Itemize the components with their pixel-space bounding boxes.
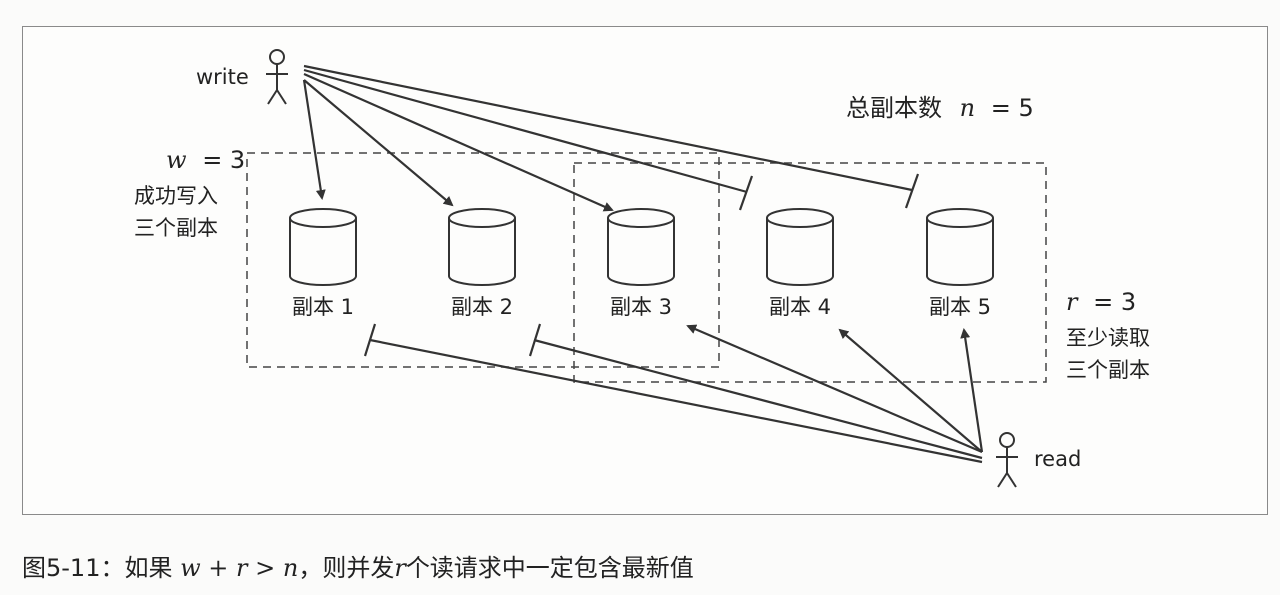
r-var: r	[1066, 288, 1079, 316]
replica-label: 副本 3	[610, 295, 672, 319]
read-arrow-replica-3	[686, 324, 983, 454]
read-arrow-replica-5	[960, 328, 984, 453]
write-quorum-desc-line1: 成功写入	[134, 184, 218, 208]
caption-prefix: 图5-11：如果	[22, 554, 173, 582]
write-arrow-replica-1	[302, 79, 326, 200]
write-arrow-replica-3	[303, 72, 614, 212]
read-fail-mark-replica-2	[528, 323, 542, 357]
database-cylinder-icon	[607, 208, 675, 286]
write-line-replica-4-failed	[303, 68, 748, 194]
read-quorum-label: r = 3	[1066, 288, 1136, 316]
r-eq: = 3	[1093, 288, 1136, 316]
reader-label: read	[1034, 447, 1081, 471]
total-label-text: 总副本数	[846, 94, 942, 122]
write-quorum-label: w = 3	[166, 146, 245, 174]
total-eq: = 5	[991, 94, 1034, 122]
database-cylinder-icon	[766, 208, 834, 286]
write-fail-mark-replica-4	[738, 175, 754, 211]
caption-mid: ，则并发	[298, 554, 395, 582]
database-cylinder-icon	[926, 208, 994, 286]
w-var: w	[166, 146, 187, 174]
read-fail-mark-replica-1	[363, 323, 377, 357]
database-cylinder-icon	[289, 208, 357, 286]
reader-stick-figure-icon	[996, 432, 1018, 488]
replicas: 副本 1 副本 2 副本 3 副本 4 副本 5	[289, 208, 994, 319]
writer-stick-figure-icon	[266, 49, 288, 105]
replica-label: 副本 2	[451, 295, 513, 319]
write-fail-mark-replica-5	[904, 173, 920, 209]
writer-label: write	[196, 65, 249, 89]
caption-math: w + r > n	[180, 554, 299, 582]
write-quorum-box	[246, 152, 720, 368]
quorum-diagram: write read 副本 1 副本 2 副本 3 副本 4 副本 5 总副本数 n =…	[134, 49, 1150, 488]
read-quorum-desc-line1: 至少读取	[1066, 326, 1150, 350]
write-arrow-replica-2	[303, 79, 454, 207]
total-replicas-label: 总副本数 n = 5	[846, 94, 1034, 122]
total-var: n	[960, 94, 975, 122]
read-quorum-desc-line2: 三个副本	[1066, 358, 1150, 382]
read-quorum-box	[573, 162, 1047, 383]
read-line-replica-1-failed	[369, 338, 983, 464]
read-arrow-replica-4	[838, 328, 983, 453]
figure-caption: 图5-11：如果 w + r > n，则并发r个读请求中一定包含最新值	[22, 548, 694, 583]
database-cylinder-icon	[448, 208, 516, 286]
replica-label: 副本 1	[292, 295, 354, 319]
write-quorum-desc-line2: 三个副本	[134, 216, 218, 240]
replica-label: 副本 4	[769, 295, 831, 319]
w-eq: = 3	[202, 146, 245, 174]
caption-r-symbol: r	[394, 554, 406, 582]
caption-suffix: 个读请求中一定包含最新值	[405, 554, 694, 582]
write-line-replica-5-failed	[303, 64, 913, 192]
read-line-replica-2-failed	[533, 338, 983, 460]
replica-label: 副本 5	[929, 295, 991, 319]
